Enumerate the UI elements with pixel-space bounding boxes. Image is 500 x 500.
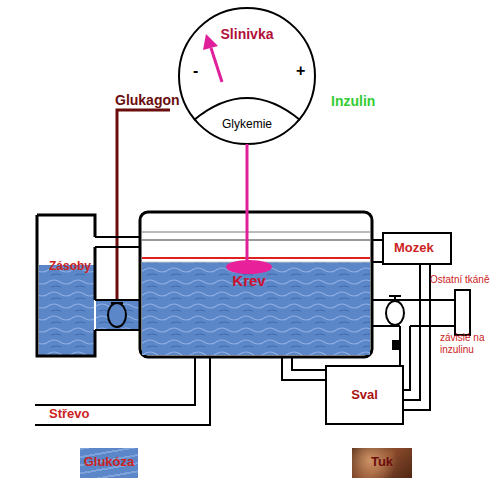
intestine-pipe: Střevo [35,406,193,424]
brain-box: Mozek [382,232,452,265]
node-label: Slinivka [178,26,316,42]
legend-text: Tuk [352,455,412,470]
hormone-label: Inzulin [331,94,375,109]
glycemia-dial: Glykemie [192,86,302,144]
hormone-label: Glukagon [115,93,180,108]
legend-item: Glukóza [80,448,138,478]
node-label: Glykemie [192,118,302,132]
node-label: závislé na inzulinu [440,332,486,355]
dome-outline [192,86,302,144]
legend-text: Glukóza [80,455,138,470]
legend-item: Tuk [352,448,412,478]
muscle-box: Sval [325,365,404,425]
signal-line [246,144,249,262]
blood-marker: Krev [219,258,279,294]
node-label: Krev [219,272,279,289]
node-label: Střevo [49,407,89,422]
node-label: Zásoby [37,260,103,274]
node-label: Sval [327,388,402,403]
tissue-box: Ostatní tkáně závislé na inzulinu [430,274,500,360]
node-label: Mozek [394,241,434,256]
gauge-circle: SlinivkaGlykemie [178,8,316,146]
sign-label: + [296,62,305,80]
node-label: Ostatní tkáně [430,274,489,286]
storage-tank: Zásoby [37,215,103,356]
sign-label: - [193,62,198,80]
